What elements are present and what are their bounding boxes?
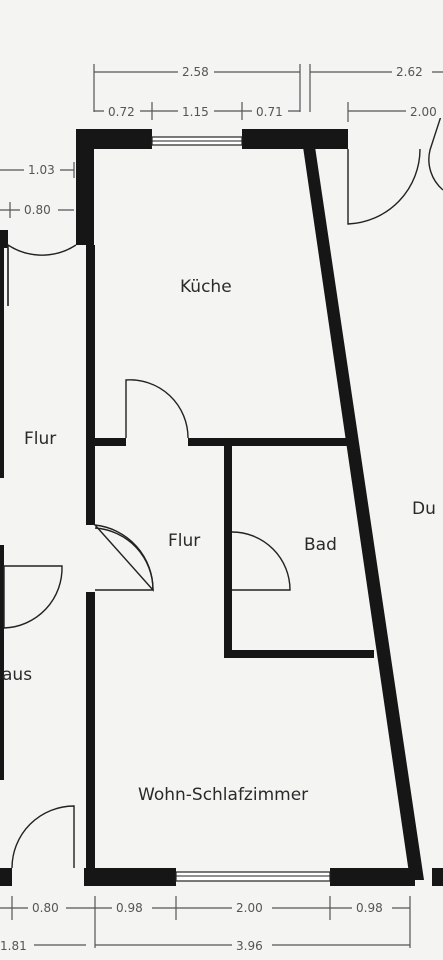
wall-bottom-left	[0, 868, 12, 886]
wall-top-right	[304, 129, 348, 149]
wall-bottom-right	[432, 868, 443, 886]
wall-bottom-mid-left	[84, 868, 176, 886]
dim-left-1: 1.03	[28, 163, 55, 177]
wall-kueche-flur-left	[86, 438, 126, 446]
wall-left-long-lower	[86, 592, 95, 877]
dim-bottom-seg-1: 0.80	[32, 901, 59, 915]
room-label-flur-left: Flur	[24, 429, 56, 449]
dimension-labels: 2.58 2.62 0.72 1.15 0.71 2.00 1.03 0.80 …	[0, 63, 443, 953]
wall-far-left-mid	[0, 248, 4, 478]
wall-diagonal	[302, 140, 424, 880]
dim-top-total-2: 2.62	[396, 65, 423, 79]
dim-left-2: 0.80	[24, 203, 51, 217]
door-far-left-top	[7, 243, 77, 306]
dim-bottom-seg-2: 0.98	[116, 901, 143, 915]
room-labels: Küche Flur Flur Bad Du aus Wohn-Schlafzi…	[2, 277, 436, 805]
dim-top-seg-2: 1.15	[182, 105, 209, 119]
door-far-left-mid	[3, 565, 63, 629]
room-label-haus: aus	[2, 665, 32, 685]
door-bottom-left	[11, 805, 75, 869]
wall-top-left	[76, 129, 152, 149]
room-label-bad: Bad	[304, 535, 337, 555]
wall-top-middle	[242, 129, 304, 149]
door-bad	[231, 531, 291, 591]
dim-top-seg-1: 0.72	[108, 105, 135, 119]
dim-top-seg-4: 2.00	[410, 105, 437, 119]
dim-bottom-seg-4: 0.98	[356, 901, 383, 915]
wall-bad-left-upper	[224, 446, 232, 591]
room-label-dusche: Du	[412, 499, 436, 519]
dim-bottom-seg-3: 2.00	[236, 901, 263, 915]
dimension-lines	[0, 64, 443, 948]
room-label-kueche: Küche	[180, 277, 232, 297]
wall-far-left-top	[0, 230, 8, 248]
door-top-right	[347, 148, 421, 225]
wall-bottom-mid-right	[330, 868, 415, 886]
dim-top-total-1: 2.58	[182, 65, 209, 79]
wall-bad-bottom	[224, 650, 374, 658]
wall-kueche-left	[76, 129, 94, 245]
room-label-flur-center: Flur	[168, 531, 200, 551]
wall-bad-left-lower	[224, 590, 232, 658]
dim-top-seg-3: 0.71	[256, 105, 283, 119]
dim-bottom-total-1: 1.81	[0, 939, 27, 953]
door-kueche-flur	[125, 379, 189, 439]
wall-left-long	[86, 245, 95, 525]
room-label-wohn: Wohn-Schlafzimmer	[138, 785, 308, 805]
wall-kueche-flur-right	[188, 438, 348, 446]
dim-bottom-total-2: 3.96	[236, 939, 263, 953]
walls	[0, 129, 443, 886]
wall-far-left-lower	[0, 545, 4, 780]
doors	[3, 109, 443, 869]
